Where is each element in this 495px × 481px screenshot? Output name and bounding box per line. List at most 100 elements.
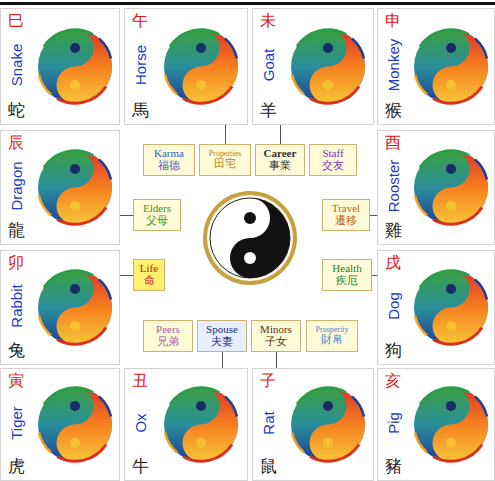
label-strip: 寅Tiger虎 <box>1 369 31 480</box>
animal-char: 蛇 <box>8 101 25 120</box>
palace-box: Life命 <box>133 259 165 291</box>
animal-name: Dog <box>385 293 402 321</box>
palace-chinese: 兄弟 <box>157 336 179 349</box>
palace-name: Peers <box>156 323 180 336</box>
branch-char: 亥 <box>385 372 401 390</box>
label-strip: 戌 Dog 狗 <box>378 251 408 364</box>
animal-name: Dragon <box>8 162 25 211</box>
vertical-label: Ox <box>130 413 150 434</box>
palace-name: Travel <box>332 202 360 215</box>
palace-name: Health <box>332 262 361 275</box>
zodiac-cell: 午 Horse 馬 <box>124 8 248 125</box>
branch-char: 未 <box>260 12 276 30</box>
animal-name: Pig <box>385 413 402 435</box>
palace-chinese: 父母 <box>146 215 168 228</box>
connector-line <box>370 215 377 216</box>
label-strip: 午 Horse 馬 <box>125 9 155 124</box>
animal-char: 羊 <box>260 101 277 120</box>
zodiac-cell: 子 Rat 鼠 <box>252 368 374 481</box>
connector-line <box>222 352 223 368</box>
palace-chinese: 事業 <box>269 160 291 173</box>
palace-box: Career事業 <box>255 144 305 176</box>
animal-name: Rat <box>260 412 277 435</box>
palace-box: Travel遷移 <box>322 199 370 231</box>
palace-box: Elders父母 <box>133 199 181 231</box>
label-strip: 未 Goat 羊 <box>253 9 283 124</box>
branch-char: 丑 <box>132 372 148 390</box>
vertical-label: Tiger <box>6 405 26 441</box>
vertical-label: Rooster <box>383 159 403 214</box>
zodiac-cell: 丑 Ox 牛 <box>124 368 248 481</box>
palace-name: Staff <box>322 147 343 160</box>
zodiac-cell: 亥Pig豬 <box>377 368 495 481</box>
zodiac-cell: 戌 Dog 狗 <box>377 250 495 365</box>
animal-char: 狗 <box>385 341 402 360</box>
palace-chinese: 子女 <box>265 336 287 349</box>
palace-name: Career <box>264 147 297 160</box>
palace-chinese: 財帛 <box>321 334 343 347</box>
animal-char: 鼠 <box>260 457 277 476</box>
vertical-label: Rabbit <box>6 284 26 329</box>
zodiac-cell: 寅Tiger虎 <box>0 368 120 481</box>
label-strip: 卯 Rabbit 兔 <box>1 251 31 364</box>
connector-line <box>120 215 133 216</box>
animal-char: 馬 <box>132 101 149 120</box>
animal-name: Goat <box>260 49 277 82</box>
vertical-label: Dog <box>383 291 403 321</box>
palace-chinese: 疾厄 <box>336 275 358 288</box>
palace-chinese: 交友 <box>322 160 344 173</box>
vertical-label: Goat <box>258 48 278 83</box>
label-strip: 辰 Dragon 龍 <box>1 131 31 244</box>
branch-char: 申 <box>385 12 401 30</box>
palace-chinese: 夫妻 <box>211 336 233 349</box>
palace-name: Life <box>140 262 158 275</box>
palace-name: Prosperity <box>316 325 349 334</box>
animal-name: Tiger <box>8 407 25 441</box>
palace-chinese: 田宅 <box>214 158 236 171</box>
palace-name: Spouse <box>206 323 238 336</box>
palace-box: Staff交友 <box>309 144 357 176</box>
label-strip: 酉 Rooster 雞 <box>378 131 408 244</box>
palace-box: Properties田宅 <box>199 144 251 176</box>
branch-char: 戌 <box>385 254 401 272</box>
palace-box: Peers兄弟 <box>143 320 193 352</box>
zodiac-cell: 未 Goat 羊 <box>252 8 374 125</box>
animal-name: Rooster <box>385 160 402 213</box>
connector-line <box>225 125 226 144</box>
branch-char: 辰 <box>8 134 24 152</box>
palace-box: Spouse夫妻 <box>197 320 247 352</box>
palace-chinese: 遷移 <box>335 215 357 228</box>
branch-char: 子 <box>260 372 276 390</box>
animal-name: Snake <box>8 44 25 87</box>
vertical-label: Snake <box>6 43 26 88</box>
connector-line <box>120 275 133 276</box>
vertical-label: Monkey <box>383 38 403 93</box>
label-strip: 丑 Ox 牛 <box>125 369 155 480</box>
animal-name: Ox <box>132 414 149 433</box>
zodiac-cell: 辰 Dragon 龍 <box>0 130 120 245</box>
palace-name: Elders <box>143 202 171 215</box>
branch-char: 卯 <box>8 254 24 272</box>
label-strip: 申Monkey猴 <box>378 9 408 124</box>
zodiac-cell: 酉 Rooster 雞 <box>377 130 495 245</box>
vertical-label: Rat <box>258 411 278 436</box>
animal-char: 雞 <box>385 221 402 240</box>
label-strip: 巳Snake蛇 <box>1 9 31 124</box>
animal-char: 兔 <box>8 341 25 360</box>
label-strip: 亥Pig豬 <box>378 369 408 480</box>
animal-char: 龍 <box>8 221 25 240</box>
label-strip: 子 Rat 鼠 <box>253 369 283 480</box>
vertical-label: Dragon <box>6 161 26 212</box>
palace-chinese: 命 <box>144 275 155 288</box>
branch-char: 午 <box>132 12 148 30</box>
branch-char: 酉 <box>385 134 401 152</box>
animal-name: Rabbit <box>8 285 25 328</box>
palace-name: Minors <box>260 323 292 336</box>
animal-char: 牛 <box>132 457 149 476</box>
palace-box: Karma福德 <box>143 144 195 176</box>
vertical-label: Horse <box>130 44 150 86</box>
animal-char: 虎 <box>8 457 25 476</box>
palace-name: Properties <box>209 149 241 158</box>
vertical-label: Pig <box>383 411 403 435</box>
palace-name: Karma <box>154 147 184 160</box>
